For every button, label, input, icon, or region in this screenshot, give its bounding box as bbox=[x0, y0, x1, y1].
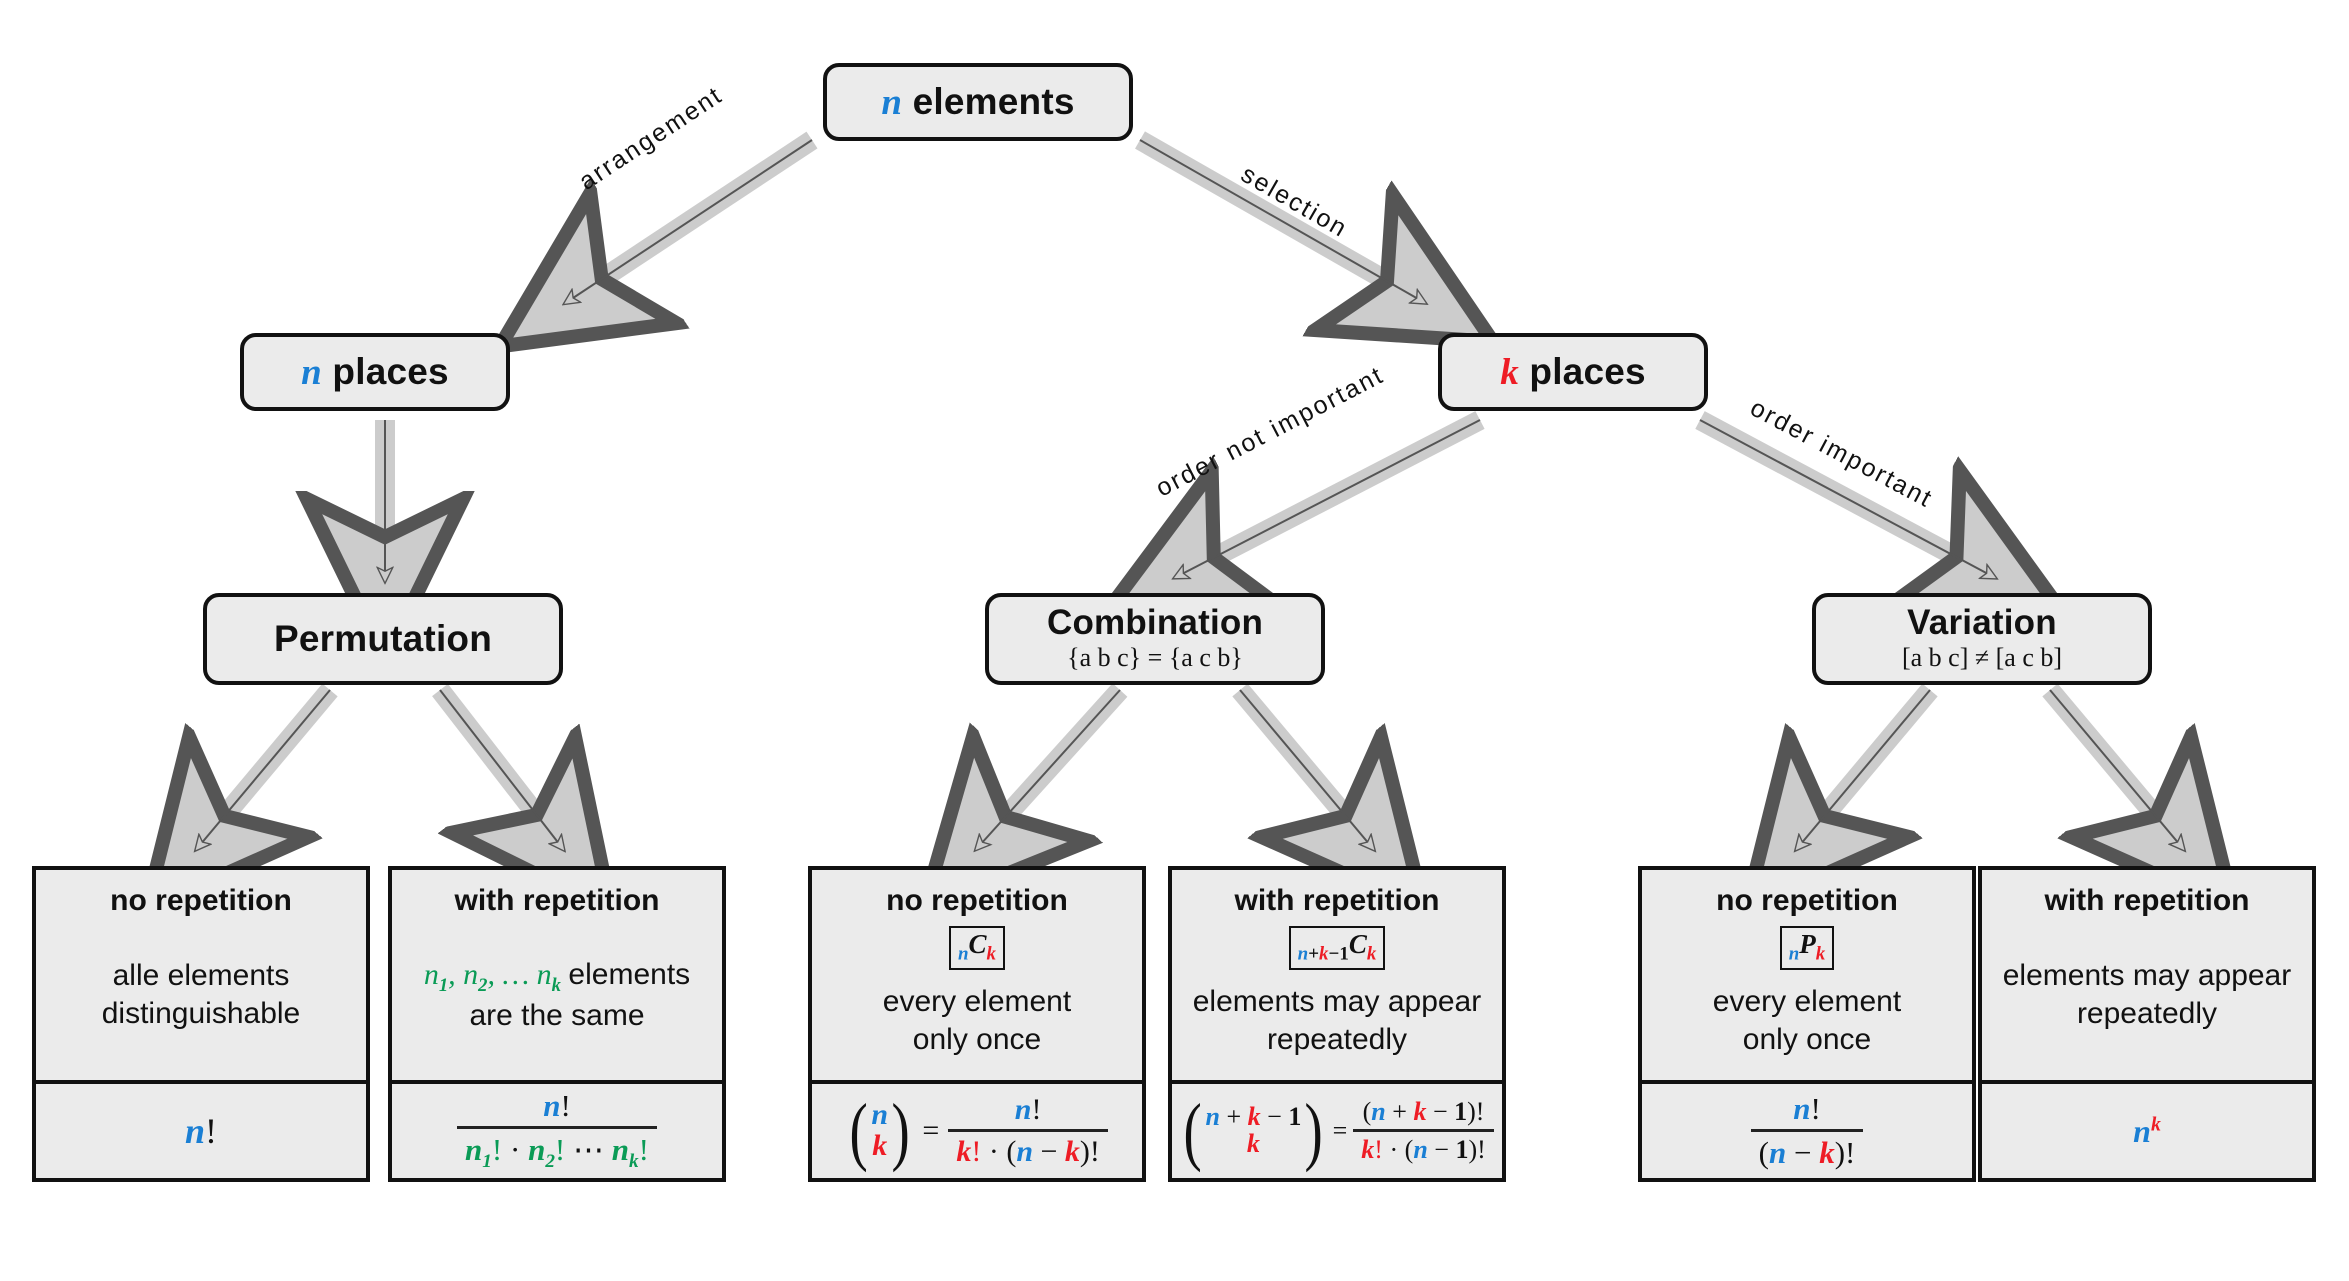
edge-label-selection: selection bbox=[1236, 159, 1353, 244]
node-variation[interactable]: Variation [a b c] ≠ [a c b] bbox=[1812, 593, 2152, 685]
card-variation-with-repetition[interactable]: with repetition elements may appear repe… bbox=[1978, 866, 2316, 1182]
k-places-label: places bbox=[1529, 350, 1646, 392]
root-label: elements bbox=[912, 80, 1075, 122]
variation-title: Variation bbox=[1907, 602, 2057, 642]
card-header: with repetition bbox=[1234, 884, 1440, 917]
card-formula: ( n k ) = n! k! · (n − bbox=[812, 1080, 1142, 1178]
card-combination-with-repetition[interactable]: with repetition n+k−1Ck elements may app… bbox=[1168, 866, 1506, 1182]
notation-nCk: nCk bbox=[948, 925, 1006, 970]
notation-nk1Ck: n+k−1Ck bbox=[1288, 925, 1386, 970]
edge-label-order-important: order important bbox=[1745, 393, 1938, 514]
node-n-places[interactable]: n places bbox=[240, 333, 510, 411]
card-permutation-no-repetition[interactable]: no repetition alle elements distinguisha… bbox=[32, 866, 370, 1182]
card-header: no repetition bbox=[886, 884, 1068, 917]
combination-example: {a b c} = {a c b} bbox=[1067, 643, 1243, 673]
n-places-variable: n bbox=[301, 351, 322, 393]
card-description: elements may appear repeatedly bbox=[2002, 959, 2292, 1031]
card-formula: ( n + k − 1 k ) = bbox=[1172, 1080, 1502, 1178]
card-variation-no-repetition[interactable]: no repetition nPk every element only onc… bbox=[1638, 866, 1976, 1182]
card-formula: n! n1! · n2! ⋯ nk! bbox=[392, 1080, 722, 1178]
combination-title: Combination bbox=[1046, 602, 1264, 642]
card-header: with repetition bbox=[2044, 884, 2250, 917]
card-description: alle elements distinguishable bbox=[101, 959, 301, 1031]
card-header: with repetition bbox=[454, 884, 660, 917]
permutation-title: Permutation bbox=[273, 618, 493, 659]
notation-nPk: nPk bbox=[1779, 925, 1835, 970]
card-formula: nk bbox=[1982, 1080, 2312, 1178]
root-variable: n bbox=[881, 81, 903, 123]
card-combination-no-repetition[interactable]: no repetition nCk every element only onc… bbox=[808, 866, 1146, 1182]
card-formula: n! (n − k)! bbox=[1642, 1080, 1972, 1178]
edge-label-arrangement: arrangement bbox=[573, 80, 728, 196]
n-places-label: places bbox=[332, 350, 449, 392]
variation-example: [a b c] ≠ [a c b] bbox=[1901, 643, 2063, 673]
node-combination[interactable]: Combination {a b c} = {a c b} bbox=[985, 593, 1325, 685]
card-description: every element only once bbox=[882, 985, 1072, 1056]
card-description: every element only once bbox=[1712, 985, 1902, 1056]
card-header: no repetition bbox=[1716, 884, 1898, 917]
k-places-variable: k bbox=[1500, 351, 1519, 393]
node-n-elements[interactable]: n elements bbox=[823, 63, 1133, 141]
edge-label-order-not-important: order not important bbox=[1151, 360, 1389, 503]
card-formula: n! bbox=[36, 1080, 366, 1178]
node-k-places[interactable]: k places bbox=[1438, 333, 1708, 411]
card-header: no repetition bbox=[110, 884, 292, 917]
node-permutation[interactable]: Permutation bbox=[203, 593, 563, 685]
card-description: elements may appear repeatedly bbox=[1192, 985, 1482, 1056]
